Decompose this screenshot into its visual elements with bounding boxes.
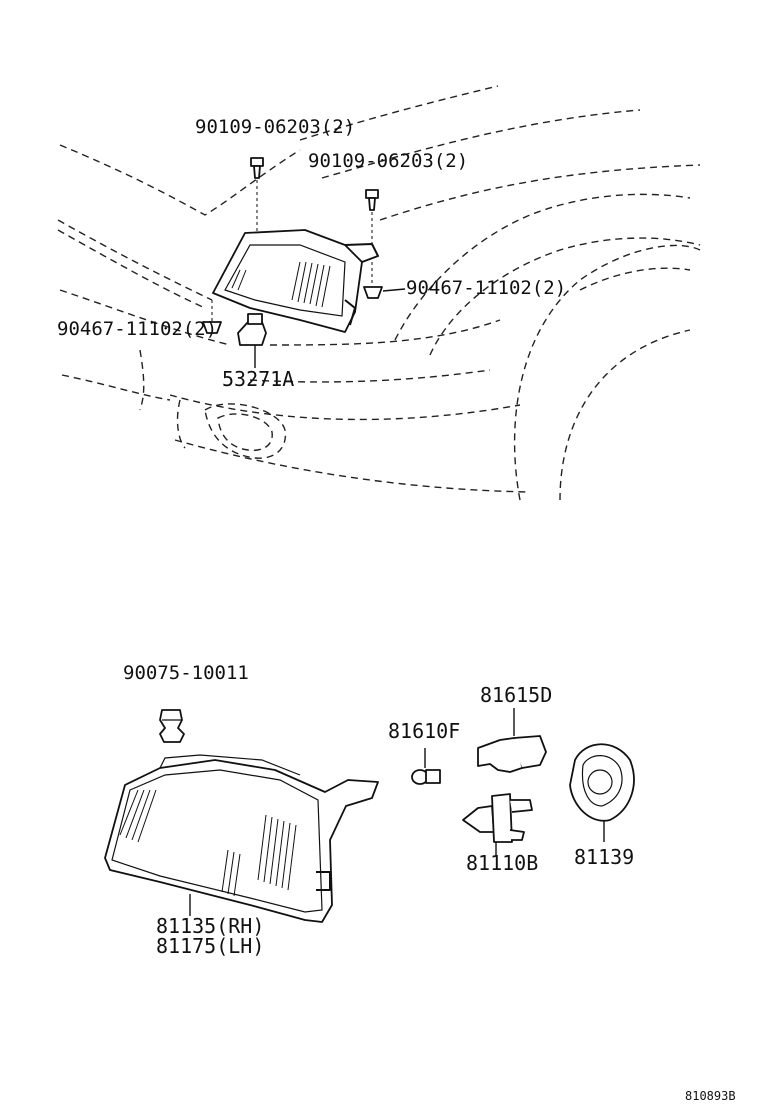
label-bulb-main: 81110B <box>466 851 538 875</box>
headlamp-assembly-icon <box>104 754 379 923</box>
bulb-cover-81139-icon <box>569 743 635 842</box>
label-bulb-small: 81610F <box>388 719 460 743</box>
label-headlamp-rh: 81135(RH) <box>156 914 264 938</box>
clip-left-icon <box>202 300 222 334</box>
label-bolt-right: 90109-06203(2) <box>308 150 468 172</box>
label-clip-right: 90467-11102(2) <box>406 277 566 299</box>
clip-right-icon <box>363 262 406 299</box>
bracket-53271a-icon <box>237 313 267 368</box>
label-clip-left: 90467-11102(2) <box>57 318 217 340</box>
installed-headlamp <box>212 229 379 333</box>
reference-code: 810893B <box>685 1089 736 1103</box>
label-socket: 90075-10011 <box>123 662 249 684</box>
label-headlamp-lh: 81175(LH) <box>156 934 264 958</box>
label-bolt-left: 90109-06203(2) <box>195 116 355 138</box>
bulb-81610f-icon <box>411 748 441 785</box>
label-bulb-small-socket: 81615D <box>480 683 552 707</box>
bolt-right-icon <box>365 189 379 244</box>
label-bulb-cover: 81139 <box>574 845 634 869</box>
socket-90075-icon <box>159 709 185 743</box>
vehicle-front-outline <box>57 85 701 501</box>
label-bracket: 53271A <box>222 367 294 391</box>
bulb-81615d-icon <box>477 708 547 773</box>
bulb-81110b-icon <box>462 793 533 855</box>
upper-fasteners <box>202 157 406 368</box>
bolt-left-icon <box>250 157 264 232</box>
